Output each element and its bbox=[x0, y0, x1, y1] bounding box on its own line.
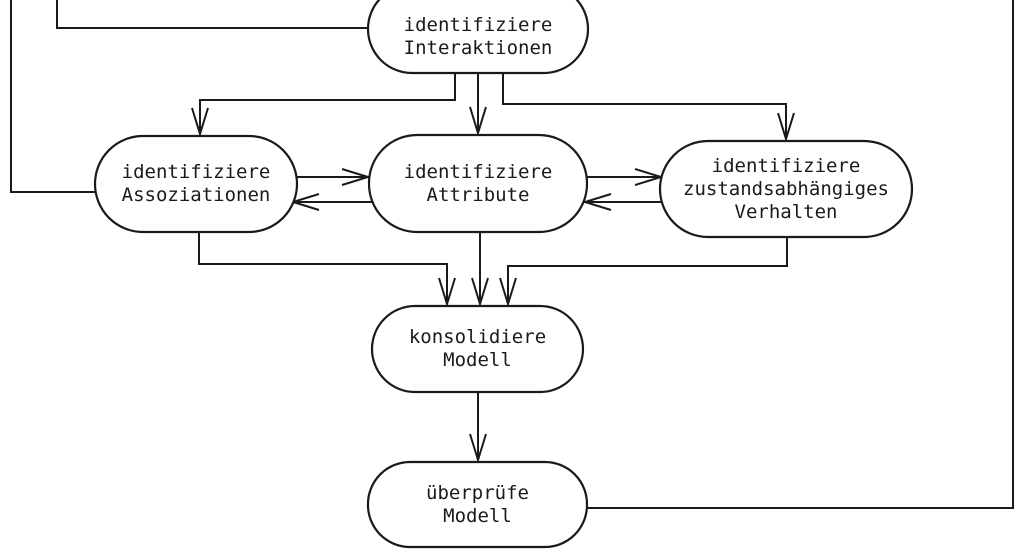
node-shape-verhalten bbox=[658, 139, 914, 239]
edge-offscreen-to-assoziationen bbox=[10, 0, 100, 193]
edge-ueberpruefe-feedback-loop bbox=[583, 0, 1014, 509]
edge-assoziationen-to-konsolidiere bbox=[198, 228, 456, 308]
node-shape-interaktionen bbox=[366, 0, 590, 75]
node-shape-ueberpruefe bbox=[366, 460, 589, 549]
edge-interaktionen-to-verhalten bbox=[502, 70, 795, 143]
node-shape-assoziationen bbox=[93, 134, 299, 234]
node-shape-attribute bbox=[367, 133, 589, 234]
edge-interaktionen-to-assoziationen bbox=[191, 70, 456, 138]
edge-verhalten-to-konsolidiere bbox=[499, 233, 788, 308]
node-shape-konsolidiere bbox=[370, 304, 585, 394]
edge-offscreen-to-interaktionen bbox=[56, 0, 372, 29]
